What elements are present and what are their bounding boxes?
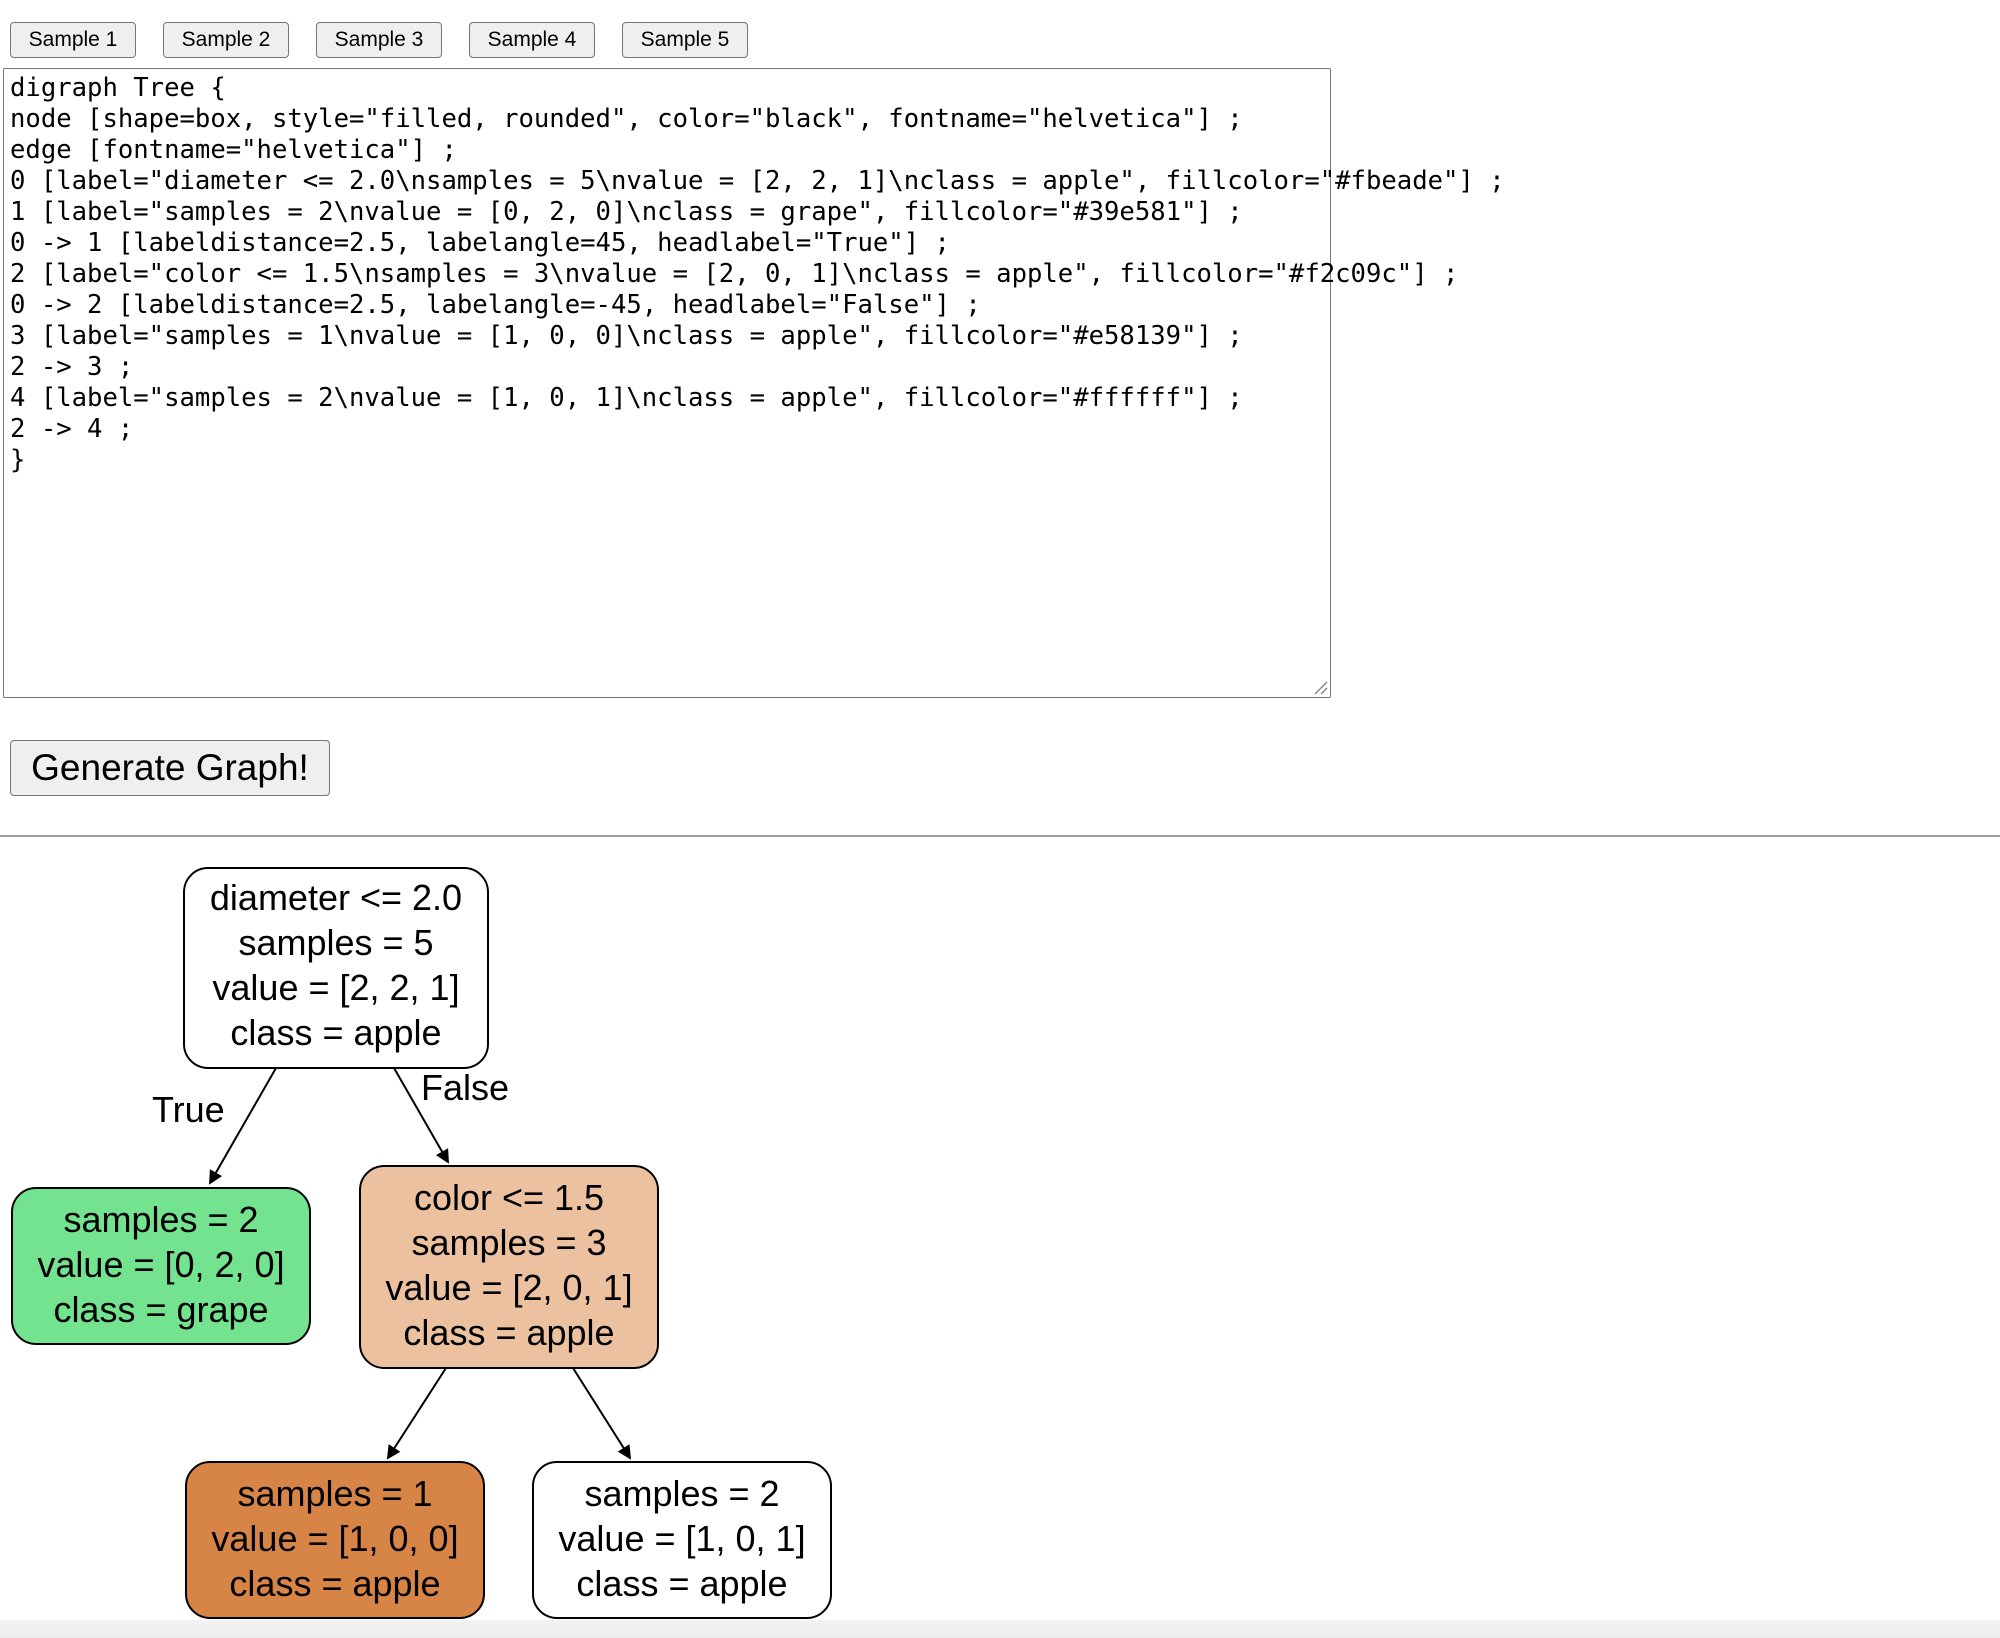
edge-2-4: [572, 1367, 632, 1460]
node-2-line-2: samples = 3: [411, 1222, 606, 1263]
sample-4-button[interactable]: Sample 4: [469, 22, 595, 58]
node-4-line-1: samples = 2: [584, 1473, 779, 1514]
edge-label-false: False: [421, 1067, 509, 1108]
node-2-box: [359, 1165, 659, 1369]
sample-1-button[interactable]: Sample 1: [10, 22, 136, 58]
node-3-line-2: value = [1, 0, 0]: [211, 1518, 458, 1559]
divider: [0, 835, 2000, 837]
node-0-line-4: class = apple: [230, 1012, 441, 1053]
sample-3-button[interactable]: Sample 3: [316, 22, 442, 58]
node-0-line-3: value = [2, 2, 1]: [212, 967, 459, 1008]
node-1-line-3: class = grape: [53, 1289, 268, 1330]
node-0-line-2: samples = 5: [238, 922, 433, 963]
node-1-box: [11, 1187, 311, 1345]
tree-node-2: color <= 1.5 samples = 3 value = [2, 0, …: [359, 1165, 659, 1369]
tree-node-4: samples = 2 value = [1, 0, 1] class = ap…: [532, 1461, 832, 1619]
decision-tree-graph: True False diameter <= 2.0 samples = 5 v…: [11, 867, 832, 1619]
node-0-line-1: diameter <= 2.0: [210, 877, 462, 918]
edge-0-2: [393, 1067, 449, 1164]
bottom-shade: [0, 1620, 2000, 1638]
node-2-line-1: color <= 1.5: [414, 1177, 604, 1218]
sample-5-button[interactable]: Sample 5: [622, 22, 748, 58]
node-1-line-1: samples = 2: [63, 1199, 258, 1240]
sample-2-button[interactable]: Sample 2: [163, 22, 289, 58]
dot-code-textarea[interactable]: digraph Tree { node [shape=box, style="f…: [3, 68, 1505, 698]
tree-node-3: samples = 1 value = [1, 0, 0] class = ap…: [185, 1461, 485, 1619]
node-4-line-3: class = apple: [576, 1563, 787, 1604]
node-2-line-4: class = apple: [403, 1312, 614, 1353]
edge-0-1: [209, 1067, 277, 1185]
generate-graph-button[interactable]: Generate Graph!: [10, 740, 330, 796]
node-3-line-1: samples = 1: [237, 1473, 432, 1514]
dot-code-text[interactable]: digraph Tree { node [shape=box, style="f…: [10, 73, 1505, 475]
resize-grip-icon[interactable]: [1312, 679, 1328, 695]
node-4-line-2: value = [1, 0, 1]: [558, 1518, 805, 1559]
tree-node-1: samples = 2 value = [0, 2, 0] class = gr…: [11, 1187, 311, 1345]
node-3-box: [185, 1461, 485, 1619]
node-4-box: [532, 1461, 832, 1619]
node-0-box: [183, 867, 489, 1069]
node-3-line-3: class = apple: [229, 1563, 440, 1604]
edge-label-true: True: [152, 1089, 225, 1130]
node-2-line-3: value = [2, 0, 1]: [385, 1267, 632, 1308]
edge-2-3: [386, 1367, 447, 1460]
tree-node-0: diameter <= 2.0 samples = 5 value = [2, …: [183, 867, 489, 1069]
node-1-line-2: value = [0, 2, 0]: [37, 1244, 284, 1285]
sample-buttons: Sample 1 Sample 2 Sample 3 Sample 4 Samp…: [10, 22, 748, 58]
